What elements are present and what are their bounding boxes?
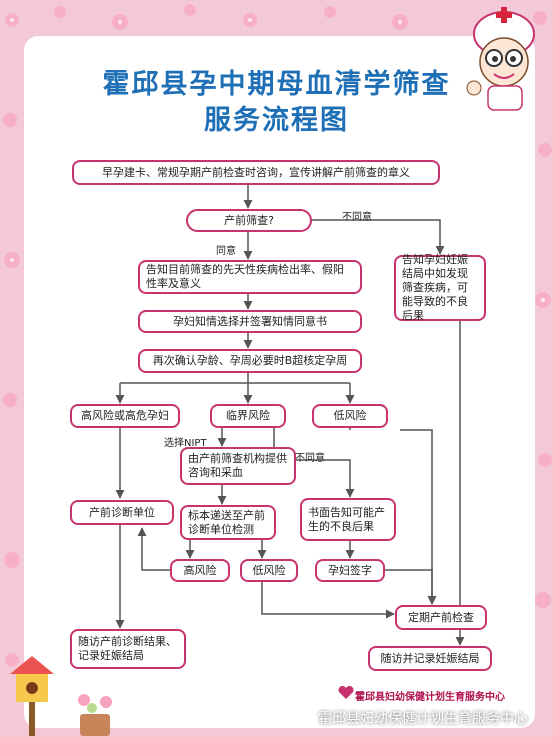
node-regular-check: 定期产前检查 [395,605,487,630]
title-line-1: 霍邱县孕中期母血清学筛查 [102,69,451,100]
label-disagree-2: 不同意 [295,453,325,464]
node-confirm-gestation: 再次确认孕龄、孕周必要时B超核定孕周 [138,349,362,373]
node-borderline-risk: 临界风险 [210,404,286,428]
node-low-risk: 低风险 [312,404,388,428]
heart-logo-icon [338,686,354,699]
node-sampling: 由产前筛查机构提供咨询和采血 [180,447,296,485]
birdhouse-icon [10,656,54,736]
node-written-notice: 书面告知可能产生的不良后果 [300,498,396,541]
label-disagree: 不同意 [342,212,372,223]
flower-pot-icon [78,690,112,736]
title-line-2: 服务流程图 [204,105,349,136]
watermark-text: 霍邱县妇幼保健计划生育服务中心 [318,711,528,727]
node-refuse-notice: 告知孕妇妊娠结局中如发现筛查疾病，可能导致的不良后果 [394,253,486,322]
node-diagnosis-unit: 产前诊断单位 [70,500,174,525]
node-result-low: 低风险 [240,559,298,582]
node-consent: 孕妇知情选择并签署知情同意书 [138,310,362,333]
node-followup-diagnosis: 随访产前诊断结果、记录妊娠结局 [70,629,186,669]
node-screening-decision: 产前筛查? [186,209,312,232]
node-inform-rates: 告知目前筛查的先天性疾病检出率、假阳性率及意义 [138,260,362,294]
node-result-high: 高风险 [170,559,230,582]
node-sign: 孕妇签字 [315,559,385,582]
label-agree: 同意 [216,246,236,257]
label-choose-nipt: 选择NIPT [164,438,207,449]
node-high-risk-pregnant: 高风险或高危孕妇 [70,404,180,428]
doctor-mascot-icon [466,7,535,111]
footer-organization: 霍邱县妇幼保健计划生育服务中心 [355,692,505,703]
node-followup-record: 随访并记录妊娠结局 [368,646,492,671]
node-send-sample: 标本递送至产前诊断单位检测 [180,505,276,540]
node-start: 早孕建卡、常规孕期产前检查时咨询，宣传讲解产前筛查的章义 [72,160,440,185]
